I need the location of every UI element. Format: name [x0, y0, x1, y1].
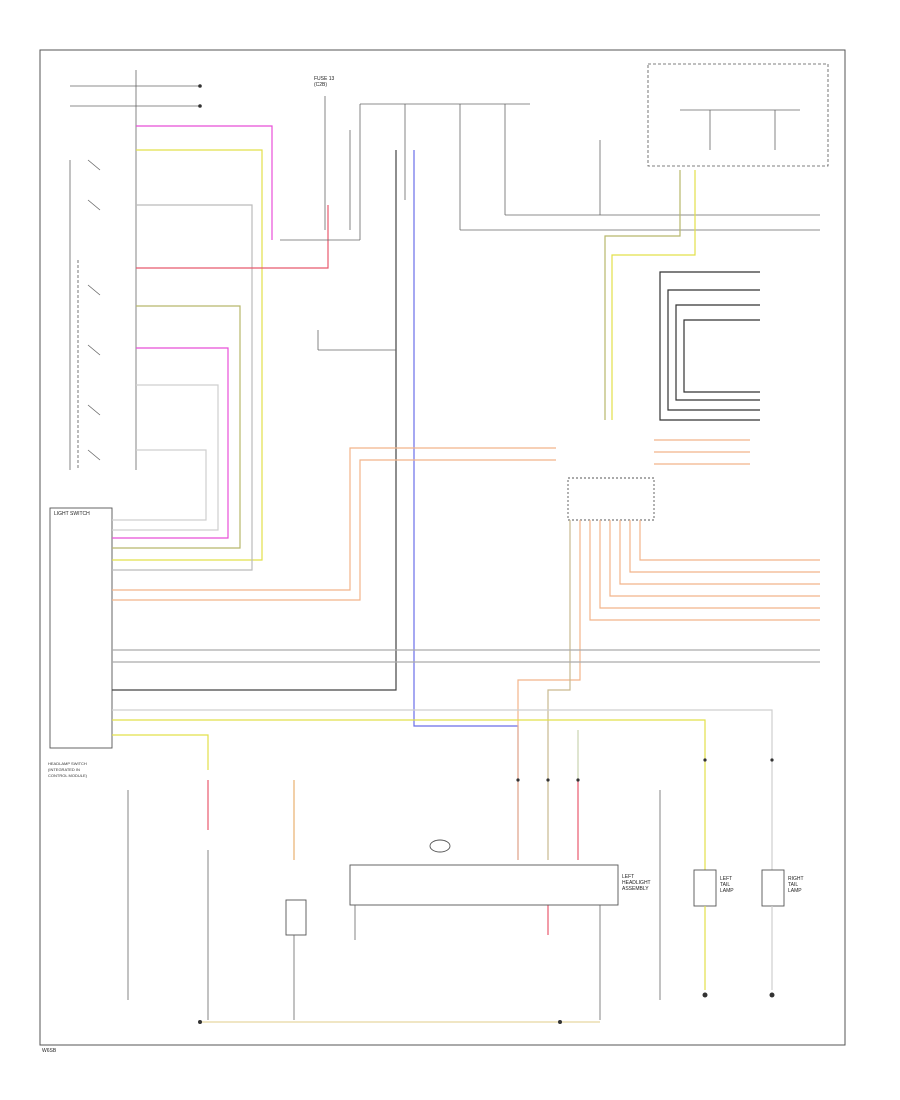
- left-switch-column: [69, 70, 202, 470]
- yellow-lower: [112, 719, 706, 870]
- fuse-block-sublabel: (C2B): [314, 82, 327, 88]
- headlight-assembly: LEFT HEADLIGHT ASSEMBLY: [349, 839, 651, 1020]
- diagram-frame: [39, 49, 846, 1046]
- left-tail-label-3: LAMP: [720, 888, 734, 894]
- left-module: [285, 899, 307, 936]
- gray-lower: [112, 709, 773, 870]
- fuse-bus: FUSE 13 (C2B): [280, 76, 820, 241]
- connector-marks: [516, 758, 774, 782]
- footer-label: W6SB: [42, 1048, 57, 1054]
- light-switch-component: LIGHT SWITCH HEADLAMP SWITCH (INTEGRATED…: [48, 507, 113, 778]
- switch-wires: [112, 125, 329, 571]
- svg-text:HEADLAMP SWITCH: HEADLAMP SWITCH: [48, 761, 87, 766]
- headlight-label-2: HEADLIGHT: [622, 880, 651, 886]
- svg-text:(INTEGRATED IN: (INTEGRATED IN: [48, 767, 80, 772]
- right-tail-label-2: TAIL: [788, 882, 798, 888]
- headlight-label-1: LEFT: [622, 874, 634, 880]
- central-junction: [112, 439, 820, 860]
- tail-lamps: LEFT TAIL LAMP RIGHT TAIL LAMP: [659, 790, 804, 1000]
- svg-text:CONTROL MODULE): CONTROL MODULE): [48, 773, 88, 778]
- dark-bundle: [659, 271, 760, 421]
- light-switch-label: LIGHT SWITCH: [54, 511, 90, 517]
- headlight-label-3: ASSEMBLY: [622, 886, 649, 892]
- left-tail-label-2: TAIL: [720, 882, 730, 888]
- blue-wire: [413, 150, 519, 860]
- left-tail-label-1: LEFT: [720, 876, 732, 882]
- instrument-cluster: [604, 63, 829, 420]
- yellow-left: [112, 734, 209, 770]
- right-tail-label-3: LAMP: [788, 888, 802, 894]
- fuse-block-label: FUSE 13: [314, 76, 335, 82]
- dark-wire: [112, 150, 397, 691]
- right-tail-label-1: RIGHT: [788, 876, 804, 882]
